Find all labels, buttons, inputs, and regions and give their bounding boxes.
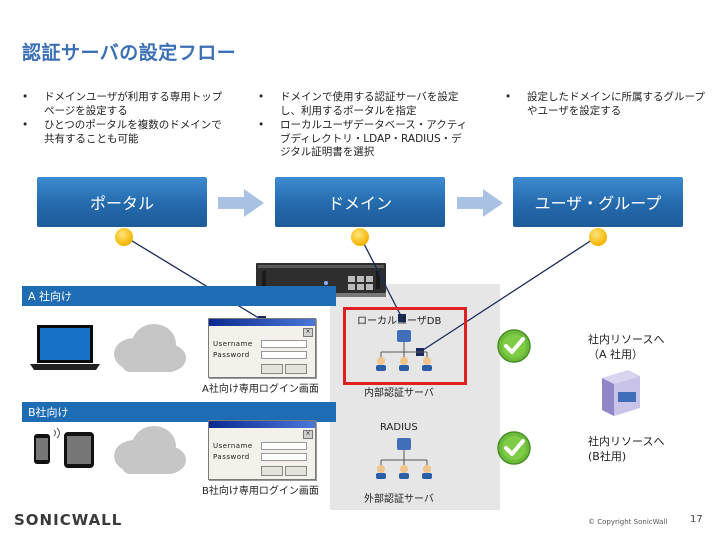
flow-arrow-icon: [218, 189, 264, 217]
mobile-devices-icon: [34, 428, 94, 468]
cloud-icon: [114, 426, 186, 474]
portal-pin-icon: [115, 228, 133, 246]
login-caption-b: B社向け専用ログイン画面: [202, 486, 319, 497]
login-button: [261, 466, 283, 476]
laptop-icon: [30, 325, 100, 370]
resource-label-b: 社内リソースへ (B社用): [588, 435, 665, 463]
server-b-label: RADIUS: [380, 422, 418, 433]
close-icon: ×: [303, 328, 313, 337]
password-field: [261, 351, 307, 359]
domain-banner: ドメイン: [275, 177, 445, 227]
password-label: Password: [213, 351, 250, 359]
username-field: [261, 340, 307, 348]
server-a-caption: 内部認証サーバ: [364, 388, 434, 399]
domain-description: ドメインで使用する認証サーバを設定し、利用するポータルを指定 ローカルユーザデー…: [258, 91, 468, 161]
sonicwall-logo: SONICWALL: [14, 511, 123, 529]
password-field: [261, 453, 307, 461]
resource-label-a: 社内リソースへ （A 社用）: [588, 333, 665, 361]
software-box-icon: [602, 370, 640, 416]
page-title: 認証サーバの設定フロー: [22, 42, 237, 64]
page-number: 17: [690, 514, 703, 525]
password-label: Password: [213, 453, 250, 461]
login-window-b: × Username Password: [208, 420, 316, 480]
domain-bullet-2: ローカルユーザデータベース・アクティブディレクトリ・LDAP・RADIUS・デジ…: [258, 119, 468, 160]
cancel-button: [285, 364, 307, 374]
close-icon: ×: [303, 430, 313, 439]
domain-pin-icon: [351, 228, 369, 246]
login-button: [261, 364, 283, 374]
server-tree-icon: [376, 438, 432, 479]
diagram-background: [330, 284, 500, 510]
server-tree-icon: [376, 330, 432, 371]
user-group-banner: ユーザ・グループ: [513, 177, 683, 227]
login-caption-a: A社向け専用ログイン画面: [202, 384, 319, 395]
flow-arrow-icon: [457, 189, 503, 217]
portal-description: ドメインユーザが利用する専用トップページを設定する ひとつのポータルを複数のドメ…: [22, 91, 232, 147]
cloud-icon: [114, 324, 186, 372]
login-window-a: × Username Password: [208, 318, 316, 378]
user-group-bullet-1: 設定したドメインに所属するグループやユーザを設定する: [505, 91, 705, 118]
server-a-label: ローカルユーザDB: [357, 316, 442, 327]
portal-bullet-2: ひとつのポータルを複数のドメインで共有することも可能: [22, 119, 232, 146]
user-group-pin-icon: [589, 228, 607, 246]
check-icon: [497, 431, 531, 465]
username-label: Username: [213, 340, 253, 348]
domain-bullet-1: ドメインで使用する認証サーバを設定し、利用するポータルを指定: [258, 91, 468, 118]
portal-banner: ポータル: [37, 177, 207, 227]
portal-bullet-1: ドメインユーザが利用する専用トップページを設定する: [22, 91, 232, 118]
user-group-description: 設定したドメインに所属するグループやユーザを設定する: [505, 91, 705, 119]
server-b-caption: 外部認証サーバ: [364, 494, 434, 505]
username-field: [261, 442, 307, 450]
cancel-button: [285, 466, 307, 476]
username-label: Username: [213, 442, 253, 450]
section-a-tag: A 社向け: [22, 286, 336, 306]
copyright-text: © Copyright SonicWall: [588, 518, 668, 526]
check-icon: [497, 329, 531, 363]
internal-server-highlight: [343, 307, 467, 385]
section-b-tag: B社向け: [22, 402, 336, 422]
